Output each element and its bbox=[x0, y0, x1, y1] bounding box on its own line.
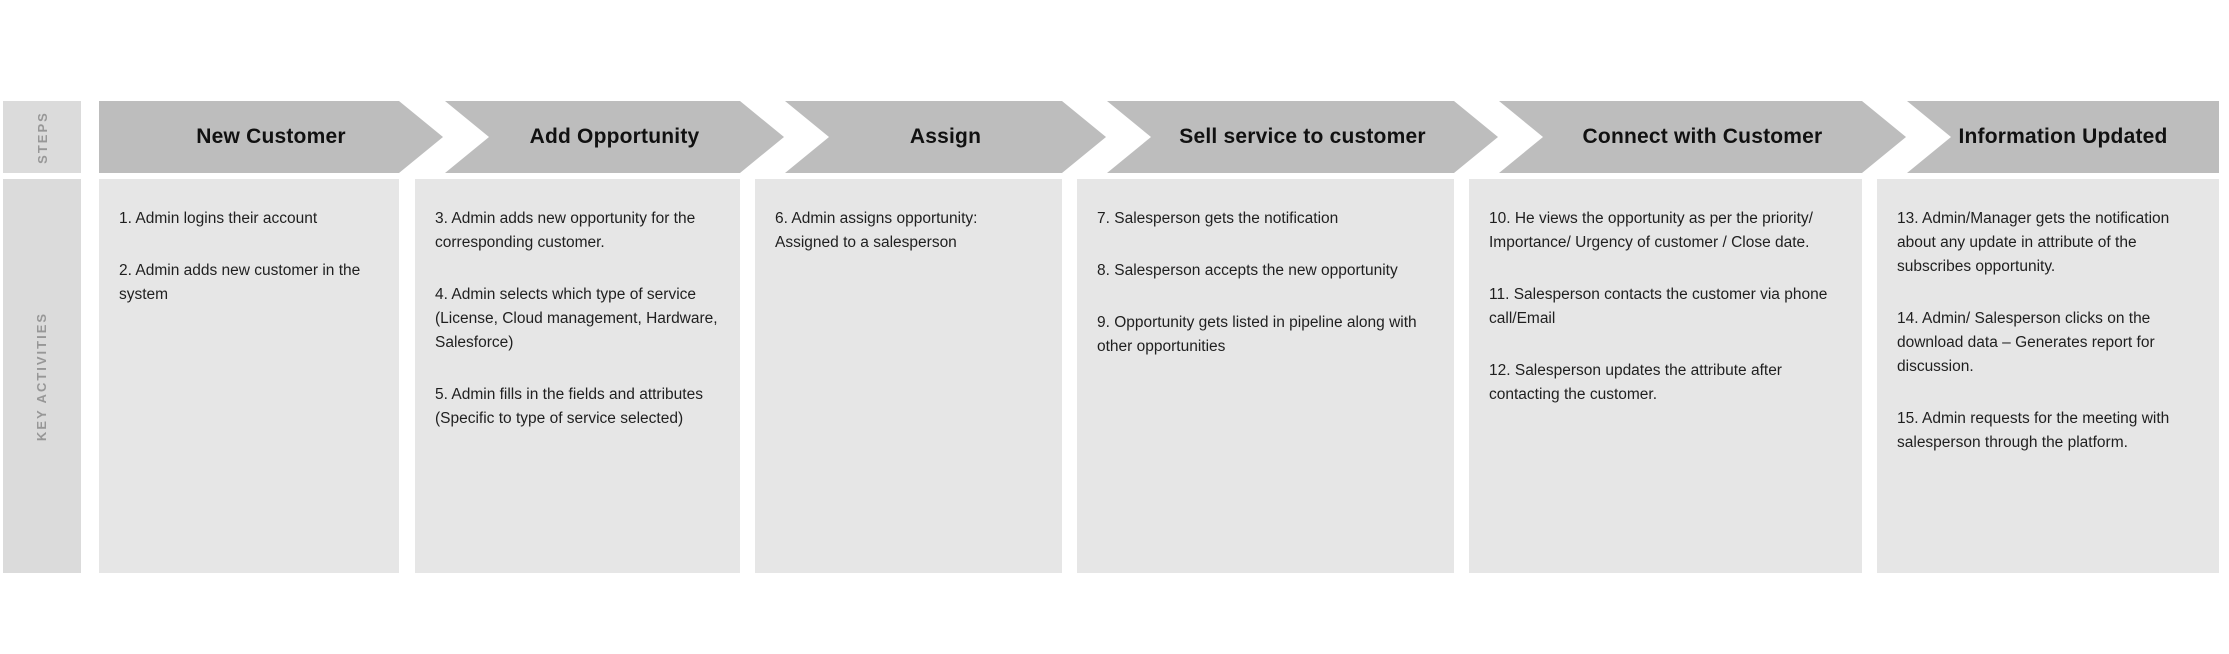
steps-label: STEPS bbox=[34, 110, 50, 164]
step-header-label: Add Opportunity bbox=[529, 125, 700, 148]
activity-item: 14. Admin/ Salesperson clicks on the dow… bbox=[1897, 310, 2155, 375]
step-header-new-customer: New Customer bbox=[99, 101, 443, 173]
activity-item: 13. Admin/Manager gets the notification … bbox=[1897, 210, 2170, 275]
step-header-label: Assign bbox=[909, 125, 982, 148]
step-header-connect-customer: Connect with Customer bbox=[1499, 101, 1906, 173]
activities-sell-service: 7. Salesperson gets the notification 8. S… bbox=[1077, 179, 1454, 573]
row-label-key-activities: KEY ACTIVITIES bbox=[3, 179, 81, 573]
step-header-add-opportunity: Add Opportunity bbox=[445, 101, 784, 173]
activities-add-opportunity: 3. Admin adds new opportunity for the co… bbox=[415, 179, 740, 573]
step-header-label: Sell service to customer bbox=[1179, 125, 1426, 148]
activities-assign: 6. Admin assigns opportunity: Assigned t… bbox=[755, 179, 1062, 573]
activity-item: 8. Salesperson accepts the new opportuni… bbox=[1097, 262, 1398, 279]
step-header-label: New Customer bbox=[196, 125, 346, 148]
activities-connect-customer: 10. He views the opportunity as per the … bbox=[1469, 179, 1862, 573]
activity-item: 9. Opportunity gets listed in pipeline a… bbox=[1097, 314, 1417, 355]
activity-item: 6. Admin assigns opportunity: Assigned t… bbox=[775, 210, 978, 251]
step-header-assign: Assign bbox=[785, 101, 1106, 173]
row-label-steps: STEPS bbox=[3, 101, 81, 173]
activity-item: 12. Salesperson updates the attribute af… bbox=[1489, 362, 1782, 403]
step-header-label: Information Updated bbox=[1958, 125, 2168, 148]
step-header-sell-service: Sell service to customer bbox=[1107, 101, 1498, 173]
step-header-information-updated: Information Updated bbox=[1907, 101, 2219, 173]
key-activities-label: KEY ACTIVITIES bbox=[34, 311, 50, 441]
step-header-label: Connect with Customer bbox=[1582, 125, 1823, 148]
activity-item: 15. Admin requests for the meeting with … bbox=[1897, 410, 2170, 451]
activity-item: 3. Admin adds new opportunity for the co… bbox=[435, 210, 696, 251]
activities-information-updated: 13. Admin/Manager gets the notification … bbox=[1877, 179, 2219, 573]
activity-item: 5. Admin fills in the fields and attribu… bbox=[435, 386, 703, 427]
activity-item: 11. Salesperson contacts the customer vi… bbox=[1489, 286, 1828, 327]
activity-item: 10. He views the opportunity as per the … bbox=[1489, 210, 1813, 251]
activity-item: 1. Admin logins their account bbox=[119, 210, 318, 227]
activity-item: 7. Salesperson gets the notification bbox=[1097, 210, 1339, 227]
activity-item: 2. Admin adds new customer in the system bbox=[119, 262, 361, 303]
activities-new-customer: 1. Admin logins their account 2. Admin ad… bbox=[99, 179, 399, 573]
activity-item: 4. Admin selects which type of service (… bbox=[435, 286, 718, 351]
